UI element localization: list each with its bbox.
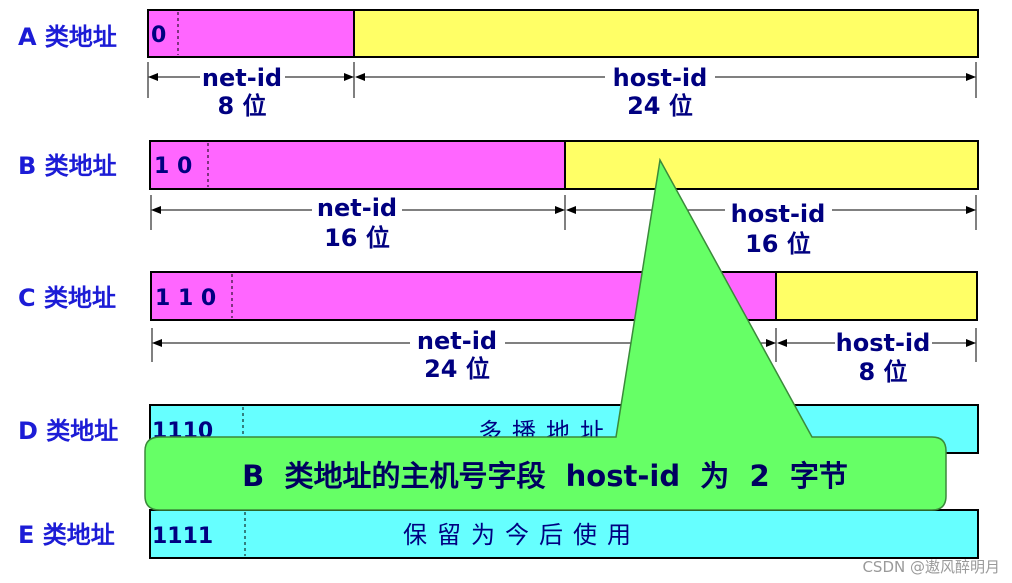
class-c-host-label: host-id — [836, 329, 931, 357]
class-b-label: B 类地址 — [18, 152, 117, 180]
callout: B 类地址的主机号字段 host-id 为 2 字节 — [144, 157, 947, 511]
class-b-row: B 类地址 1 0 net-id 16 位 host-id 16 位 — [18, 140, 979, 258]
class-d-label: D 类地址 — [18, 417, 118, 445]
class-c-net-label: net-id — [417, 327, 497, 355]
class-b-host-label: host-id — [731, 200, 826, 228]
class-c-label: C 类地址 — [18, 284, 116, 312]
class-c-host-bits: 8 位 — [858, 358, 907, 386]
class-a-label: A 类地址 — [18, 23, 117, 51]
class-e-label: E 类地址 — [18, 521, 115, 549]
class-a-host-bits: 24 位 — [627, 92, 693, 120]
class-c-net-bits: 24 位 — [424, 355, 490, 383]
class-c-row: C 类地址 1 1 0 net-id 24 位 host-id 8 位 — [18, 271, 978, 386]
class-a-prefix: 0 — [151, 23, 166, 48]
class-e-row: E 类地址 1111 保留为今后使用 — [18, 509, 979, 559]
class-e-description: 保留为今后使用 — [403, 521, 641, 549]
class-b-net-field — [149, 140, 566, 190]
class-b-prefix: 1 0 — [154, 154, 192, 179]
watermark: CSDN @遨风醉明月 — [862, 558, 1000, 576]
class-a-net-label: net-id — [202, 64, 282, 92]
class-a-host-label: host-id — [613, 64, 708, 92]
callout-text: B 类地址的主机号字段 host-id 为 2 字节 — [242, 459, 848, 493]
class-a-net-field — [147, 9, 355, 58]
callout-bubble — [144, 157, 947, 511]
class-a-net-bits: 8 位 — [217, 92, 266, 120]
class-b-net-label: net-id — [317, 194, 397, 222]
class-e-field — [149, 509, 979, 559]
class-b-net-bits: 16 位 — [324, 224, 390, 252]
class-e-prefix: 1111 — [152, 524, 213, 549]
class-a-row: A 类地址 0 net-id 8 位 host-id 24 位 — [18, 9, 979, 120]
class-b-host-bits: 16 位 — [745, 230, 811, 258]
class-c-prefix: 1 1 0 — [155, 286, 216, 311]
